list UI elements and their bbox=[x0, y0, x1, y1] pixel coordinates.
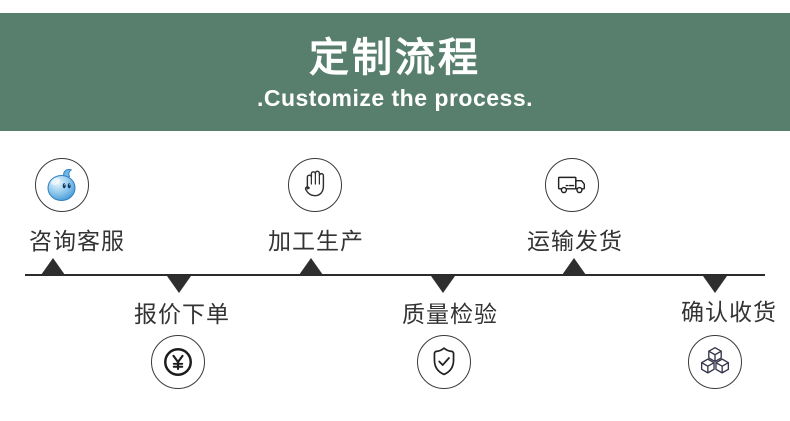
yen-coin-icon bbox=[164, 348, 192, 376]
page-title: 定制流程 bbox=[309, 36, 481, 80]
step-1-icon-circle bbox=[35, 158, 89, 212]
page-subtitle: .Customize the process. bbox=[256, 85, 534, 111]
step-5-icon-circle bbox=[545, 158, 599, 212]
header-banner: 定制流程 .Customize the process. bbox=[0, 13, 790, 131]
step-2-label: 报价下单 bbox=[134, 301, 230, 327]
step-4-icon-circle bbox=[417, 335, 471, 389]
truck-icon bbox=[557, 176, 586, 194]
timeline-marker-up-1 bbox=[41, 258, 65, 275]
step-3-icon-circle bbox=[288, 158, 342, 212]
step-2-icon-circle bbox=[151, 335, 205, 389]
timeline-line bbox=[25, 274, 765, 276]
chat-mascot-icon bbox=[47, 169, 76, 201]
timeline-marker-down-4 bbox=[431, 276, 455, 293]
step-4-label: 质量检验 bbox=[402, 301, 498, 327]
timeline-marker-down-2 bbox=[167, 276, 191, 293]
timeline-marker-up-3 bbox=[299, 258, 323, 275]
shield-check-icon bbox=[433, 347, 455, 376]
palm-hand-icon bbox=[304, 170, 325, 197]
timeline-marker-up-5 bbox=[562, 258, 586, 275]
step-1-label: 咨询客服 bbox=[29, 228, 125, 254]
step-6-label: 确认收货 bbox=[681, 299, 777, 325]
step-6-icon-circle bbox=[688, 335, 742, 389]
timeline-marker-down-6 bbox=[703, 276, 727, 293]
step-3-label: 加工生产 bbox=[268, 228, 364, 254]
cubes-icon bbox=[700, 347, 730, 374]
step-5-label: 运输发货 bbox=[527, 228, 623, 254]
